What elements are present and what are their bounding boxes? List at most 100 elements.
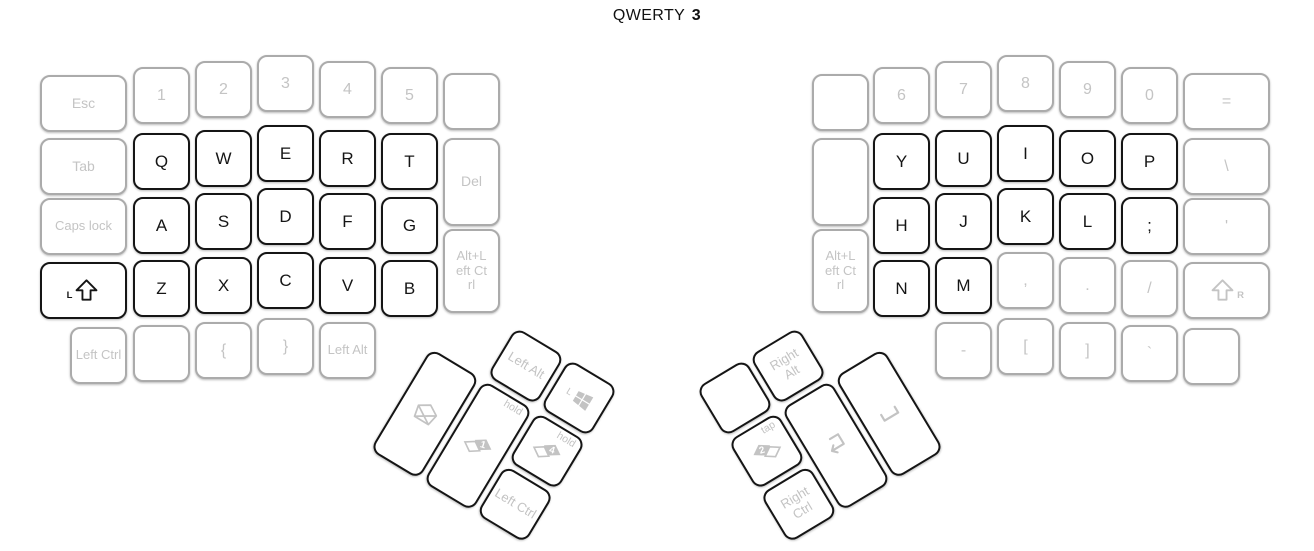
key-left-shift[interactable]: L [40, 262, 127, 319]
key-label: } [282, 337, 289, 355]
key-label: Left Ctrl [492, 485, 539, 522]
key-8[interactable]: 8 [997, 55, 1054, 112]
side-letter-label: R [1237, 289, 1244, 301]
key-u[interactable]: U [935, 130, 992, 187]
key-e[interactable]: E [257, 125, 314, 182]
key-caps-lock[interactable]: Caps lock [40, 198, 127, 255]
key-z[interactable]: Z [133, 260, 190, 317]
key-i[interactable]: I [997, 125, 1054, 182]
key-label: N [895, 278, 908, 298]
key-semicolon[interactable]: ; [1121, 197, 1178, 254]
layout-name: QWERTY [612, 7, 685, 24]
svg-text:1: 1 [479, 439, 488, 451]
key-blank-right-inner-tall[interactable] [812, 138, 869, 226]
key-v[interactable]: V [319, 257, 376, 314]
key-0[interactable]: 0 [1121, 67, 1178, 124]
key-label: G [402, 215, 417, 235]
key-blank-left-inner-top[interactable] [443, 73, 500, 130]
key-label: ` [1146, 344, 1153, 362]
key-c[interactable]: C [257, 252, 314, 309]
key-space[interactable] [834, 348, 945, 480]
key-y[interactable]: Y [873, 133, 930, 190]
key-k[interactable]: K [997, 188, 1054, 245]
key-layer-1-hold[interactable]: hold 1 [422, 380, 534, 512]
key-2[interactable]: 2 [195, 61, 252, 118]
key-left-ctrl[interactable]: Left Ctrl [70, 327, 127, 384]
key-tab[interactable]: Tab [40, 138, 127, 195]
key-right-shift[interactable]: R [1183, 262, 1270, 319]
key-w[interactable]: W [195, 130, 252, 187]
key-label: D [279, 206, 292, 226]
key-g[interactable]: G [381, 197, 438, 254]
key-d[interactable]: D [257, 188, 314, 245]
key-5[interactable]: 5 [381, 67, 438, 124]
space-bar-icon [866, 390, 913, 437]
key-esc[interactable]: Esc [40, 75, 127, 132]
key-o[interactable]: O [1059, 130, 1116, 187]
key-1[interactable]: 1 [133, 67, 190, 124]
key-backtick[interactable]: ` [1121, 325, 1178, 382]
key-n[interactable]: N [873, 260, 930, 317]
key-label: Right Alt [767, 344, 802, 382]
key-alt-left-ctrl-right[interactable]: Alt+Left Ctrl [812, 229, 869, 313]
hold-tap-label: hold [501, 397, 525, 419]
key-del[interactable]: Del [443, 138, 500, 226]
key-s[interactable]: S [195, 193, 252, 250]
key-blank-right-outer-row5[interactable] [1183, 328, 1240, 385]
key-label: Tab [72, 157, 95, 174]
key-period[interactable]: . [1059, 257, 1116, 314]
key-6[interactable]: 6 [873, 67, 930, 124]
key-label: W [215, 148, 232, 168]
key-close-brace[interactable]: } [257, 318, 314, 375]
key-b[interactable]: B [381, 260, 438, 317]
key-9[interactable]: 9 [1059, 61, 1116, 118]
key-label: H [895, 215, 908, 235]
key-a[interactable]: A [133, 197, 190, 254]
key-3[interactable]: 3 [257, 55, 314, 112]
key-label: E [279, 143, 292, 163]
key-l[interactable]: L [1059, 193, 1116, 250]
key-hyper-box[interactable] [369, 348, 480, 480]
key-quote[interactable]: ' [1183, 198, 1270, 255]
key-h[interactable]: H [873, 197, 930, 254]
key-label: Left Ctrl [75, 347, 122, 363]
key-label: C [279, 270, 292, 290]
key-j[interactable]: J [935, 193, 992, 250]
key-q[interactable]: Q [133, 133, 190, 190]
key-label: F [342, 211, 353, 231]
key-label: Right Ctrl [777, 483, 815, 522]
key-f[interactable]: F [319, 193, 376, 250]
key-r[interactable]: R [319, 130, 376, 187]
key-equals[interactable]: = [1183, 73, 1270, 130]
key-slash[interactable]: / [1121, 260, 1178, 317]
key-close-bracket[interactable]: ] [1059, 322, 1116, 379]
key-x[interactable]: X [195, 257, 252, 314]
key-4[interactable]: 4 [319, 61, 376, 118]
key-comma[interactable]: , [997, 252, 1054, 309]
key-label: M [956, 275, 971, 295]
key-left-alt[interactable]: Left Alt [319, 322, 376, 379]
key-label: Q [154, 151, 169, 171]
key-open-brace[interactable]: { [195, 322, 252, 379]
key-label: Esc [71, 94, 96, 111]
key-t[interactable]: T [381, 133, 438, 190]
key-label: . [1085, 276, 1090, 294]
key-label: Alt+Left Ctrl [824, 248, 857, 293]
key-blank-left-row5[interactable] [133, 325, 190, 382]
key-enter[interactable] [780, 380, 892, 512]
key-7[interactable]: 7 [935, 61, 992, 118]
key-label: J [959, 211, 968, 231]
key-blank-right-inner-top[interactable] [812, 74, 869, 131]
key-alt-left-ctrl-left[interactable]: Alt+Left Ctrl [443, 229, 500, 313]
key-label: Alt+Left Ctrl [455, 248, 488, 293]
key-open-bracket[interactable]: [ [997, 318, 1054, 375]
key-backslash[interactable]: \ [1183, 138, 1270, 195]
key-label: 5 [405, 86, 414, 104]
key-m[interactable]: M [935, 257, 992, 314]
key-p[interactable]: P [1121, 133, 1178, 190]
key-minus[interactable]: - [935, 322, 992, 379]
key-left-win[interactable]: L [539, 358, 619, 438]
